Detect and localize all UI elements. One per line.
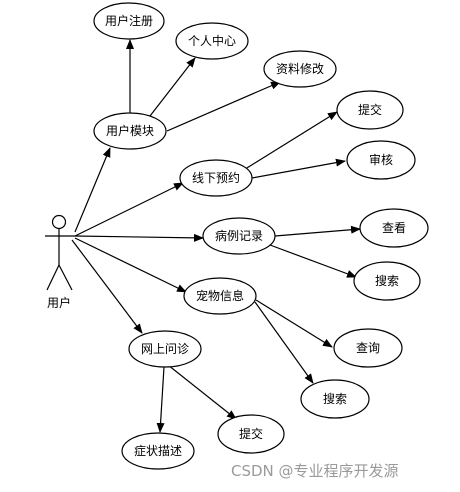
actor-user bbox=[45, 214, 75, 291]
use-case-pet-search-label: 搜索 bbox=[323, 391, 347, 406]
edge-actor-to-user-module bbox=[74, 147, 111, 233]
use-case-booking-submit: 提交 bbox=[336, 90, 404, 130]
use-case-booking-review: 审核 bbox=[346, 140, 416, 180]
actor-left-leg bbox=[46, 264, 60, 291]
use-case-booking-submit-label: 提交 bbox=[358, 102, 382, 117]
use-case-pet-query-label: 查询 bbox=[356, 341, 380, 355]
actor-right-leg bbox=[58, 264, 73, 291]
edge-pet-info-to-search bbox=[254, 301, 314, 384]
use-case-consult-submit: 提交 bbox=[217, 414, 285, 454]
use-case-pet-query: 查询 bbox=[333, 328, 403, 368]
use-case-offline-booking-label: 线下预约 bbox=[192, 170, 240, 185]
use-case-pet-info: 宠物信息 bbox=[183, 277, 257, 315]
use-case-medical-records-label: 病例记录 bbox=[215, 228, 263, 243]
actor-head bbox=[51, 214, 67, 230]
use-case-register: 用户注册 bbox=[93, 2, 165, 40]
edges bbox=[71, 39, 361, 433]
use-case-online-consult-label: 网上问诊 bbox=[141, 342, 189, 356]
use-case-medical-records: 病例记录 bbox=[202, 217, 276, 255]
edge-offline-booking-to-submit bbox=[241, 111, 338, 172]
use-case-consult-submit-label: 提交 bbox=[239, 426, 263, 441]
edge-pet-info-to-query bbox=[255, 299, 333, 348]
use-case-records-search: 搜索 bbox=[353, 261, 421, 301]
edge-offline-booking-to-review bbox=[251, 158, 346, 179]
use-case-pet-info-label: 宠物信息 bbox=[196, 288, 244, 303]
use-case-online-consult: 网上问诊 bbox=[128, 330, 202, 368]
use-case-symptom-desc: 症状描述 bbox=[121, 432, 195, 470]
watermark-text: CSDN @专业程序开发源 bbox=[231, 462, 399, 480]
edge-actor-to-online-consult bbox=[71, 239, 143, 334]
edge-actor-to-pet-info bbox=[74, 237, 187, 293]
use-case-edit-profile-label: 资料修改 bbox=[276, 61, 324, 76]
edge-user-module-to-edit-profile bbox=[166, 81, 281, 132]
use-case-symptom-desc-label: 症状描述 bbox=[134, 443, 182, 458]
actor-label: 用户 bbox=[47, 295, 71, 310]
use-case-booking-review-label: 审核 bbox=[369, 152, 393, 167]
use-case-records-view: 查看 bbox=[359, 208, 429, 248]
use-case-offline-booking: 线下预约 bbox=[179, 159, 253, 197]
use-case-personal-center-label: 个人中心 bbox=[188, 33, 236, 48]
use-case-pet-search: 搜索 bbox=[300, 379, 370, 419]
edge-actor-to-medical-records bbox=[74, 233, 204, 242]
use-case-records-search-label: 搜索 bbox=[375, 273, 399, 288]
edge-medical-records-to-search bbox=[269, 244, 357, 278]
edge-online-consult-to-symptom bbox=[156, 366, 165, 433]
edge-medical-records-to-view bbox=[274, 225, 361, 237]
use-case-records-view-label: 查看 bbox=[382, 221, 406, 235]
use-case-personal-center: 个人中心 bbox=[175, 22, 249, 60]
edge-online-consult-to-submit bbox=[167, 364, 237, 420]
use-case-edit-profile: 资料修改 bbox=[263, 50, 337, 88]
edge-actor-to-offline-booking bbox=[74, 182, 184, 237]
use-case-user-module: 用户模块 bbox=[93, 112, 167, 150]
use-case-user-module-label: 用户模块 bbox=[106, 123, 154, 138]
edge-user-module-to-personal-center bbox=[149, 57, 196, 117]
use-case-register-label: 用户注册 bbox=[105, 13, 153, 28]
